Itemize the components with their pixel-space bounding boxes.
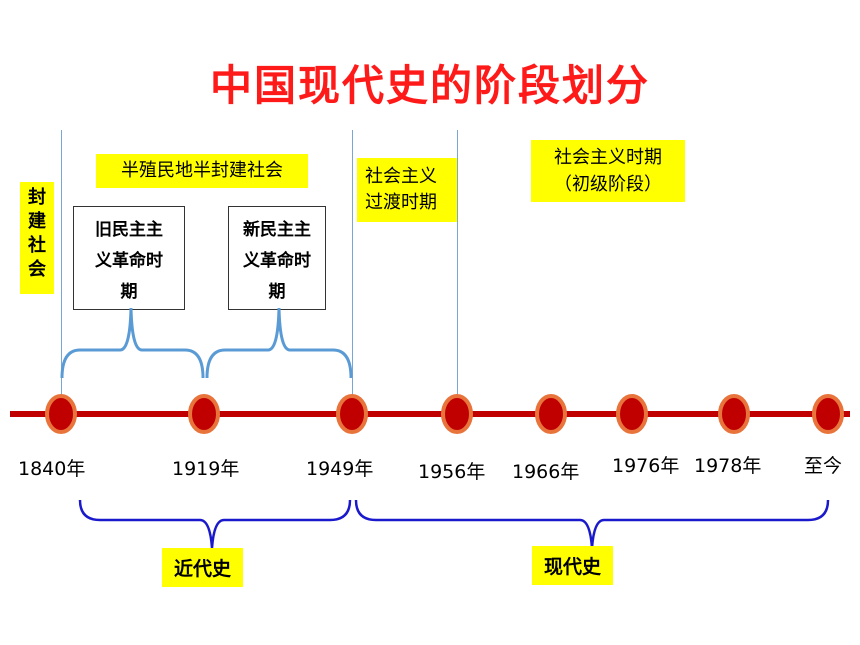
timeline-node: [535, 394, 567, 434]
year-1919: 1919年: [172, 458, 240, 480]
divider-1956: [457, 130, 458, 395]
divider-1949: [352, 130, 353, 395]
new-democratic-revolution-box: 新民主主义革命时期: [228, 206, 326, 310]
year-1978: 1978年: [694, 455, 762, 477]
divider-1840: [61, 130, 62, 395]
modern-near-history-label: 近代史: [162, 548, 244, 587]
year-1966: 1966年: [512, 461, 580, 483]
transition-period-label: 社会主义过渡时期: [357, 158, 457, 222]
timeline-node: [441, 394, 473, 434]
timeline-node: [188, 394, 220, 434]
page-title: 中国现代史的阶段划分: [209, 61, 650, 110]
brace-modern-near: [78, 499, 352, 549]
brace-new-democratic: [205, 307, 353, 379]
timeline-node: [45, 394, 77, 434]
year-1840: 1840年: [18, 458, 86, 480]
timeline-node: [336, 394, 368, 434]
modern-history-label: 现代史: [532, 546, 614, 585]
socialism-period-label: 社会主义时期（初级阶段）: [531, 140, 685, 202]
year-1949: 1949年: [306, 458, 374, 480]
old-democratic-revolution-box: 旧民主主义革命时期: [73, 206, 185, 310]
brace-old-democratic: [60, 307, 205, 379]
year-present: 至今: [804, 455, 843, 477]
brace-modern: [354, 499, 830, 549]
semi-colonial-label: 半殖民地半封建社会: [96, 154, 308, 188]
feudal-society-label: 封建社会: [20, 182, 54, 294]
year-1956: 1956年: [418, 461, 486, 483]
timeline-node: [812, 394, 844, 434]
year-1976: 1976年: [612, 455, 680, 477]
timeline-node: [718, 394, 750, 434]
timeline-node: [616, 394, 648, 434]
